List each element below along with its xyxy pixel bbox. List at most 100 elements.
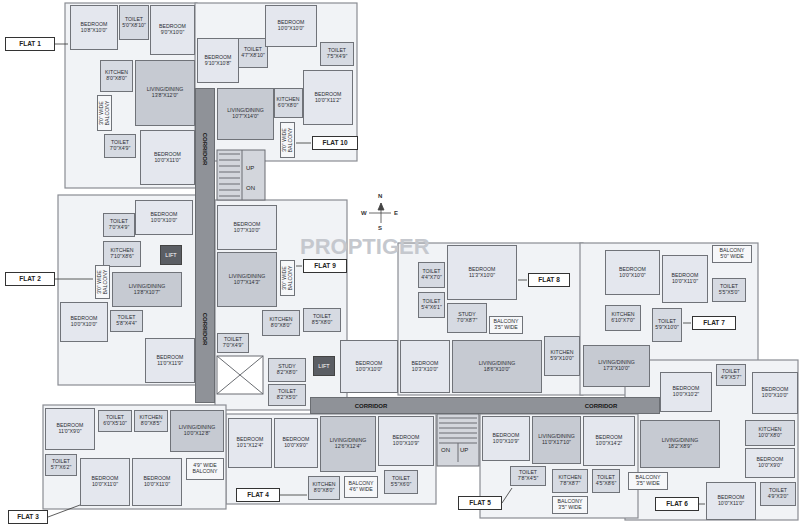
room-text: 17'3"X10'0" (603, 366, 629, 372)
room-text: 5'0"X8'10" (122, 23, 146, 29)
service-room-box: TOILET7'0"X4'9" (217, 333, 249, 353)
compass-letter: E (394, 210, 398, 216)
service-room-box: TOILET7'8"X4'5" (510, 466, 546, 486)
room-text: 7'5"X4'9" (327, 54, 348, 60)
lift-box: LIFT (160, 245, 182, 265)
room-text: 10'0"X10'0" (71, 322, 97, 328)
service-room-box: KITCHEN8'0"X8'0" (308, 476, 340, 500)
bedroom-box: BEDROOM11'3"X10'0" (447, 245, 517, 300)
leader-line (699, 504, 705, 505)
room-text: 13'8"X10'7" (134, 290, 160, 296)
flat-label: FLAT 10 (312, 136, 358, 150)
room-text: 10'0"X14'2" (596, 441, 622, 447)
flat-name: FLAT 1 (19, 40, 41, 47)
room-text: 10'0"X10'2" (673, 392, 699, 398)
bedroom-box: BEDROOM10'0"X11'0" (662, 255, 708, 303)
bedroom-box: BEDROOM9'0"X10'0" (150, 5, 195, 55)
room-text: 10'0"X11'0" (92, 482, 118, 488)
flat-name: FLAT 4 (247, 491, 269, 498)
bedroom-box: BEDROOM10'0"X11'0" (140, 130, 195, 185)
room-text: 10'0"X10'9" (393, 441, 419, 447)
balcony-box: BALCONY3'5" WIDE (489, 316, 523, 334)
room-text: 9'0"X10'0" (161, 30, 185, 36)
service-room-box: TOILET5'5"X5'0" (712, 278, 746, 302)
room-text: 11'0"X9'0" (58, 429, 81, 435)
footprint (195, 3, 357, 161)
room-text: 3'0" WIDE (282, 266, 288, 290)
room-text: 5'8"X4'4" (116, 321, 137, 327)
living-room-box: LIVING/DINING11'0"X17'10" (532, 416, 581, 464)
room-text: 10'0"X11'0" (672, 279, 698, 285)
service-room-box: TOILET4'7"X8'10" (238, 38, 268, 68)
room-text: 7'8"X4'5" (518, 476, 539, 482)
service-room-box: STUDY8'2"X8'0" (268, 358, 306, 382)
bedroom-box: BEDROOM10'1"X12'4" (228, 418, 272, 468)
stair-treads (439, 418, 477, 462)
service-room-box: KITCHEN8'0"X8'0" (262, 310, 300, 336)
room-text: 3'5" WIDE (558, 505, 582, 511)
room-text: 18'6"X10'0" (484, 367, 510, 373)
leader-line (518, 280, 527, 281)
balcony-box: 3'0" WIDEBALCONY (95, 265, 110, 299)
room-text: 7'0"X8'7" (457, 318, 478, 324)
room-text: 10'0"X9'0" (284, 443, 308, 449)
stair-well (437, 414, 479, 466)
service-room-box: TOILET5'5"X6'0" (384, 470, 418, 494)
flat-name: FLAT 2 (19, 275, 41, 282)
service-room-box: KITCHEN7'8"X8'7" (552, 469, 588, 493)
bedroom-box: BEDROOM10'0"X10'0" (60, 302, 108, 342)
room-text: 8'5"X8'0" (312, 320, 333, 326)
service-room-box: TOILET5'4"X6'1" (418, 292, 445, 318)
room-text: BALCONY (193, 469, 218, 475)
room-text: 5'0" WIDE (720, 254, 744, 260)
service-room-box: TOILET5'0"X8'10" (119, 5, 149, 40)
living-room-box: LIVING/DINING18'6"X10'0" (452, 340, 542, 393)
room-text: 8'2"X5'0" (277, 395, 298, 401)
living-room-box: LIVING/DINING17'3"X10'0" (583, 345, 650, 387)
leader-line (55, 279, 93, 280)
room-text: CORRIDOR (355, 402, 388, 409)
room-text: 8'0"X8'0" (314, 488, 335, 494)
bedroom-box: BEDROOM10'7"X10'0" (217, 205, 277, 250)
balcony-box: BALCONY5'0" WIDE (712, 245, 752, 263)
stair-well (217, 150, 265, 200)
footprint (480, 414, 638, 518)
room-text: 10'0"X11'2" (315, 98, 341, 104)
room-text: 6'0"X8'0" (278, 103, 299, 109)
stair-label: ON (246, 185, 255, 191)
room-text: 4'9"X5'7" (721, 375, 742, 381)
room-text: 10'7"X14'3" (234, 280, 260, 286)
leader-line (683, 323, 691, 324)
bedroom-box: BEDROOM10'0"X9'0" (745, 448, 795, 478)
compass-letter: W (361, 210, 367, 216)
footprint (58, 195, 197, 385)
room-text: 10'0"X10'0" (278, 26, 304, 32)
service-room-box: KITCHEN8'0"X8'5" (134, 410, 168, 432)
room-text: 6'0"X5'10" (103, 421, 127, 427)
room-text: 7'8"X8'7" (560, 481, 581, 487)
room-text: CORRIDOR (202, 313, 209, 346)
flat-name: FLAT 5 (469, 499, 491, 506)
room-text: CORRIDOR (585, 402, 618, 409)
living-room-box: LIVING/DINING10'7"X14'3" (217, 252, 277, 307)
room-text: 4'4"X7'0" (421, 275, 442, 281)
bedroom-box: BEDROOM10'0"X11'0" (706, 482, 756, 520)
leader-line (296, 143, 311, 144)
room-text: 11'3"X10'0" (469, 273, 495, 279)
room-text: 10'1"X12'4" (237, 443, 263, 449)
room-text: 7'10"X8'6" (110, 254, 134, 260)
room-text: 6'10"X7'0" (611, 318, 635, 324)
balcony-box: 3'0" WIDEBALCONY (280, 260, 295, 296)
stair-label: ON (441, 447, 450, 453)
room-text: 3'5" WIDE (636, 481, 660, 487)
bedroom-box: BEDROOM10'0"X11'0" (80, 458, 130, 506)
shaft-cross (217, 356, 263, 394)
living-room-box: LIVING/DINING10'0"X12'8" (170, 410, 224, 452)
room-text: 4'9"X3'0" (768, 494, 789, 500)
room-text: 9'10"X10'8" (205, 61, 231, 67)
room-text: 18'2"X8'9" (668, 444, 692, 450)
room-text: BALCONY (105, 101, 111, 126)
room-text: 4'5"X8'6" (596, 481, 617, 487)
footprint (398, 243, 583, 395)
